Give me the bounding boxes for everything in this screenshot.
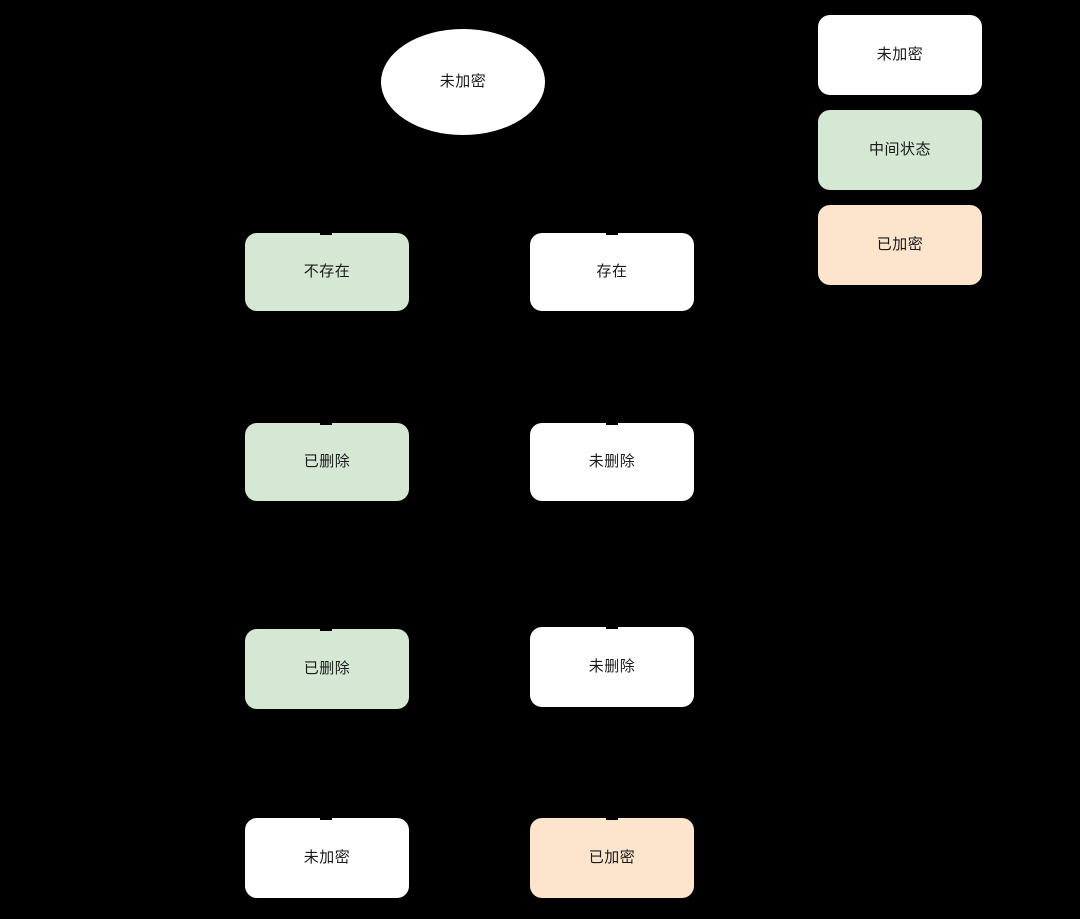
- node-existence-right[interactable]: 存在: [530, 233, 694, 311]
- node-existence-left[interactable]: 不存在: [245, 233, 409, 311]
- node-start-unencrypted[interactable]: 未加密: [381, 29, 545, 135]
- node-label: 未删除: [588, 452, 636, 470]
- legend: 未加密 中间状态 已加密: [818, 15, 982, 290]
- node-deletion-b-right[interactable]: 未删除: [530, 627, 694, 707]
- arrow-notch-encryption-right: [606, 816, 618, 820]
- arrow-notch-deletion-a-left: [320, 421, 332, 425]
- arrow-notch-existence-right: [606, 231, 618, 235]
- arrow-notch-encryption-left: [320, 816, 332, 820]
- legend-item-label: 未加密: [876, 45, 924, 63]
- node-label: 已删除: [303, 659, 351, 677]
- node-label: 不存在: [303, 262, 351, 280]
- arrow-notch-deletion-b-left: [320, 627, 332, 631]
- node-label: 未加密: [439, 72, 487, 90]
- node-label: 未删除: [588, 657, 636, 675]
- node-encryption-right[interactable]: 已加密: [530, 818, 694, 898]
- legend-item-unencrypted: 未加密: [818, 15, 982, 95]
- legend-item-label: 已加密: [876, 235, 924, 253]
- legend-item-intermediate: 中间状态: [818, 110, 982, 190]
- node-deletion-a-left[interactable]: 已删除: [245, 423, 409, 501]
- arrow-notch-deletion-a-right: [606, 421, 618, 425]
- node-encryption-left[interactable]: 未加密: [245, 818, 409, 898]
- node-deletion-b-left[interactable]: 已删除: [245, 629, 409, 709]
- node-deletion-a-right[interactable]: 未删除: [530, 423, 694, 501]
- node-label: 未加密: [303, 848, 351, 866]
- node-label: 存在: [596, 262, 628, 280]
- arrow-notch-deletion-b-right: [606, 625, 618, 629]
- node-label: 已加密: [588, 848, 636, 866]
- node-label: 已删除: [303, 452, 351, 470]
- arrow-notch-existence-left: [320, 231, 332, 235]
- legend-item-encrypted: 已加密: [818, 205, 982, 285]
- legend-item-label: 中间状态: [868, 140, 931, 158]
